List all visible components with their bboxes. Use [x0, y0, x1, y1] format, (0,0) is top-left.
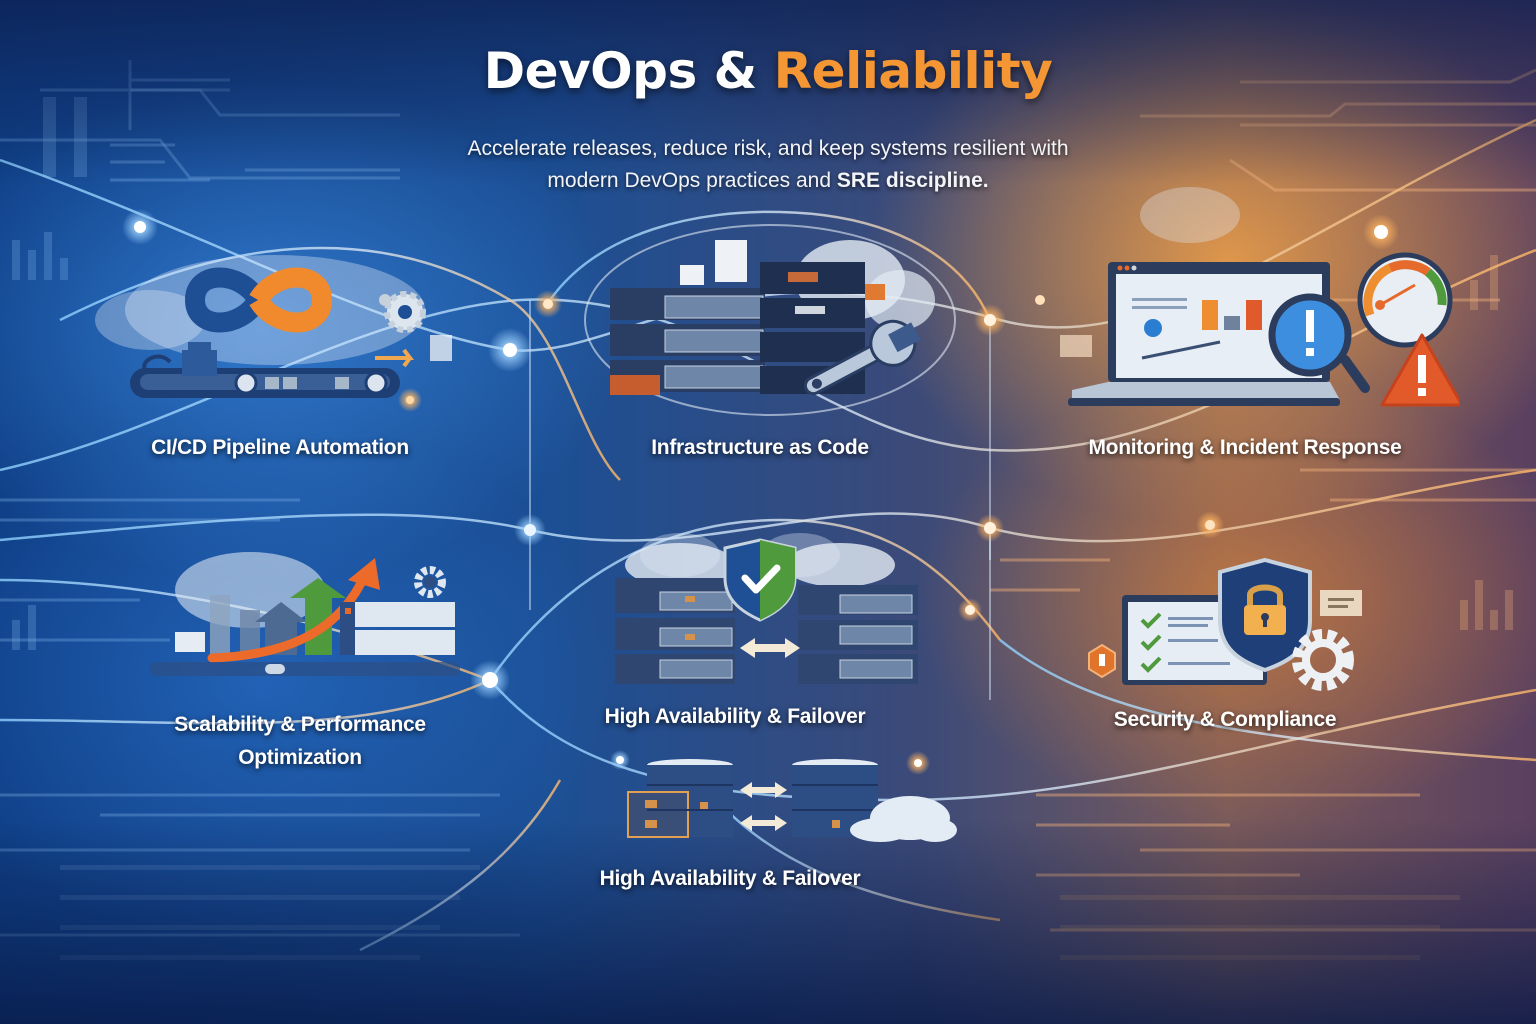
subtitle-emphasis: SRE discipline.	[836, 169, 989, 192]
infinity-loop-icon	[125, 255, 452, 398]
page-title: DevOps & Reliability	[0, 42, 1536, 100]
card-high-availability-2: High Availability & Failover	[580, 740, 960, 910]
card-infrastructure-as-code: Infrastructure as Code	[580, 220, 960, 480]
card-label-cicd: CI/CD Pipeline Automation	[151, 436, 409, 459]
lock-shield-icon	[1088, 557, 1362, 691]
shield-servers-icon	[615, 538, 918, 684]
card-label-ha-1: High Availability & Failover	[604, 705, 866, 728]
title-part-reliability: Reliability	[773, 42, 1053, 100]
server-wrench-icon	[584, 224, 956, 416]
card-label-iac: Infrastructure as Code	[651, 436, 869, 459]
subtitle-line-2: modern DevOps practices and SRE discipli…	[0, 165, 1536, 197]
subtitle-line-1: Accelerate releases, reduce risk, and ke…	[467, 137, 1069, 160]
growth-arrow-icon	[150, 552, 460, 676]
card-monitoring-incident: Monitoring & Incident Response	[1060, 240, 1460, 480]
card-label-scalability-line-2: Optimization	[238, 746, 362, 769]
card-scalability-performance: Scalability & Performance Optimization	[140, 540, 480, 780]
card-cicd-pipeline: CI/CD Pipeline Automation	[100, 240, 460, 480]
card-high-availability-1: High Availability & Failover	[570, 530, 950, 750]
database-sync-icon	[627, 759, 957, 842]
card-label-scalability: Scalability & Performance Optimization	[120, 708, 480, 774]
card-label-security: Security & Compliance	[1113, 708, 1337, 731]
subtitle: Accelerate releases, reduce risk, and ke…	[0, 133, 1536, 197]
card-label-ha-2: High Availability & Failover	[599, 867, 861, 890]
card-label-monitoring: Monitoring & Incident Response	[1088, 436, 1402, 459]
title-part-devops: DevOps &	[483, 42, 758, 100]
subtitle-line-2-text: modern DevOps practices and	[547, 169, 837, 192]
card-security-compliance: Security & Compliance	[1070, 550, 1390, 750]
card-label-scalability-line-1: Scalability & Performance	[174, 713, 426, 736]
laptop-alert-icon	[1060, 252, 1460, 407]
